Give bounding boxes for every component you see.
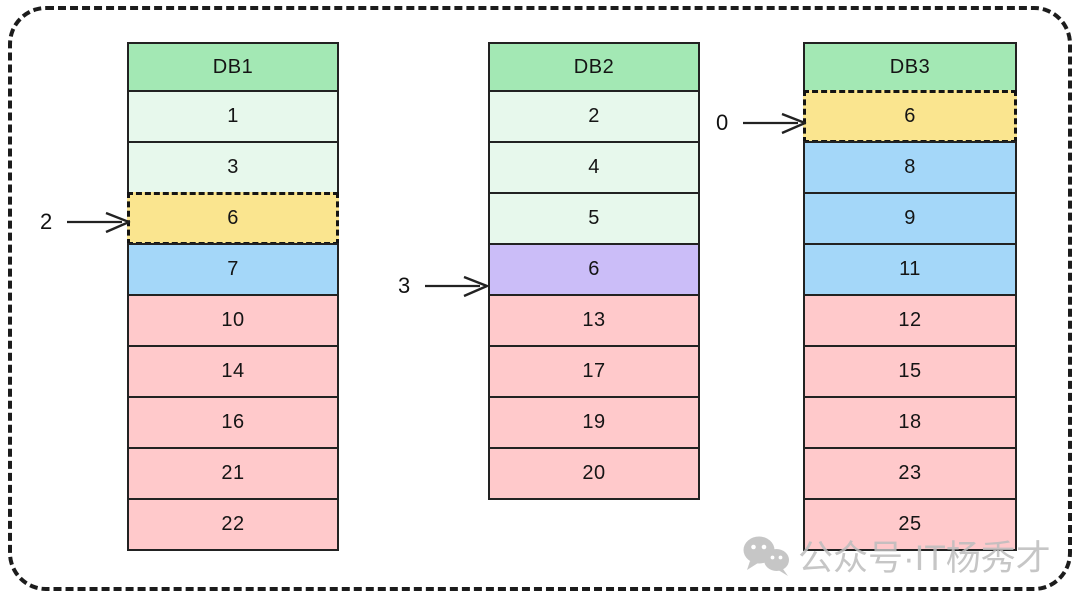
db1-cell: 16 (127, 396, 339, 449)
db1-cell: 1 (127, 90, 339, 143)
db3-cell: 11 (803, 243, 1017, 296)
db2-cell: 19 (488, 396, 700, 449)
db2-cell: 17 (488, 345, 700, 398)
db1-cell: 21 (127, 447, 339, 500)
right-arrow-icon (743, 112, 807, 135)
db2-cell-highlighted: 6 (488, 243, 700, 296)
db1-cell: 10 (127, 294, 339, 347)
db1-cell: 22 (127, 498, 339, 551)
db3-cell: 25 (803, 498, 1017, 551)
db1-cell: 3 (127, 141, 339, 194)
db3-cell: 9 (803, 192, 1017, 245)
db2-column: DB2 2 4 5 6 13 17 19 20 (488, 42, 700, 500)
db2-cell: 20 (488, 447, 700, 500)
right-arrow-icon (425, 275, 489, 298)
db1-cell: 7 (127, 243, 339, 296)
arrow-3-group: 3 (398, 272, 490, 300)
arrow-3-label: 3 (398, 273, 411, 298)
arrow-2-group: 2 (40, 208, 132, 236)
db2-cell: 4 (488, 141, 700, 194)
db2-cell: 2 (488, 90, 700, 143)
db3-header: DB3 (803, 42, 1017, 92)
arrow-0-label: 0 (716, 110, 729, 135)
db1-cell: 14 (127, 345, 339, 398)
db2-cell: 13 (488, 294, 700, 347)
db3-column: DB3 6 8 9 11 12 15 18 23 25 (803, 42, 1017, 551)
watermark: 公众号·IT杨秀才 (742, 530, 1051, 581)
db1-cell-highlighted: 6 (127, 192, 339, 245)
db3-cell: 23 (803, 447, 1017, 500)
db3-cell: 15 (803, 345, 1017, 398)
db2-header: DB2 (488, 42, 700, 92)
db2-cell: 5 (488, 192, 700, 245)
db3-cell: 12 (803, 294, 1017, 347)
arrow-0-group: 0 (716, 109, 808, 137)
db3-cell-highlighted: 6 (803, 90, 1017, 143)
wechat-icon (743, 536, 789, 576)
db3-cell: 18 (803, 396, 1017, 449)
right-arrow-icon (67, 211, 131, 234)
arrow-2-label: 2 (40, 209, 53, 234)
db3-cell: 8 (803, 141, 1017, 194)
watermark-text: 公众号·IT杨秀才 (798, 539, 1051, 578)
db1-column: DB1 1 3 6 7 10 14 16 21 22 (127, 42, 339, 551)
db1-header: DB1 (127, 42, 339, 92)
